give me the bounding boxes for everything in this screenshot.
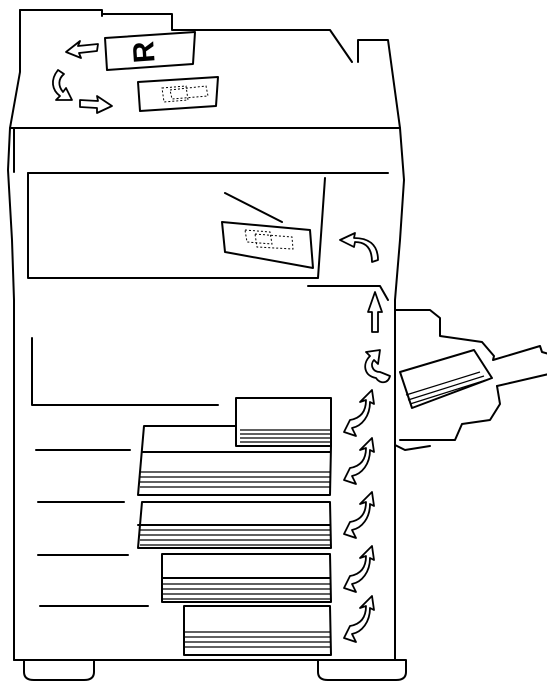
output-tray-cavity xyxy=(27,172,389,279)
feed-arrows xyxy=(343,389,375,643)
document-feeder xyxy=(9,9,401,129)
feeder-arrows xyxy=(52,40,113,114)
paper-stack-1 xyxy=(235,397,332,447)
internal-path xyxy=(31,285,389,406)
cassette-2 xyxy=(37,501,332,549)
exit-arrow xyxy=(339,232,379,263)
output-document xyxy=(221,192,314,269)
scanned-document xyxy=(137,76,219,112)
copier-feet xyxy=(23,659,407,681)
cassette-3 xyxy=(37,553,332,603)
transport-arrows xyxy=(364,291,391,384)
cassette-4 xyxy=(39,605,332,656)
bypass-tray xyxy=(394,309,547,451)
original-document: R xyxy=(104,31,196,71)
document-glyph: R xyxy=(127,40,161,64)
cassette-1 xyxy=(35,425,332,496)
